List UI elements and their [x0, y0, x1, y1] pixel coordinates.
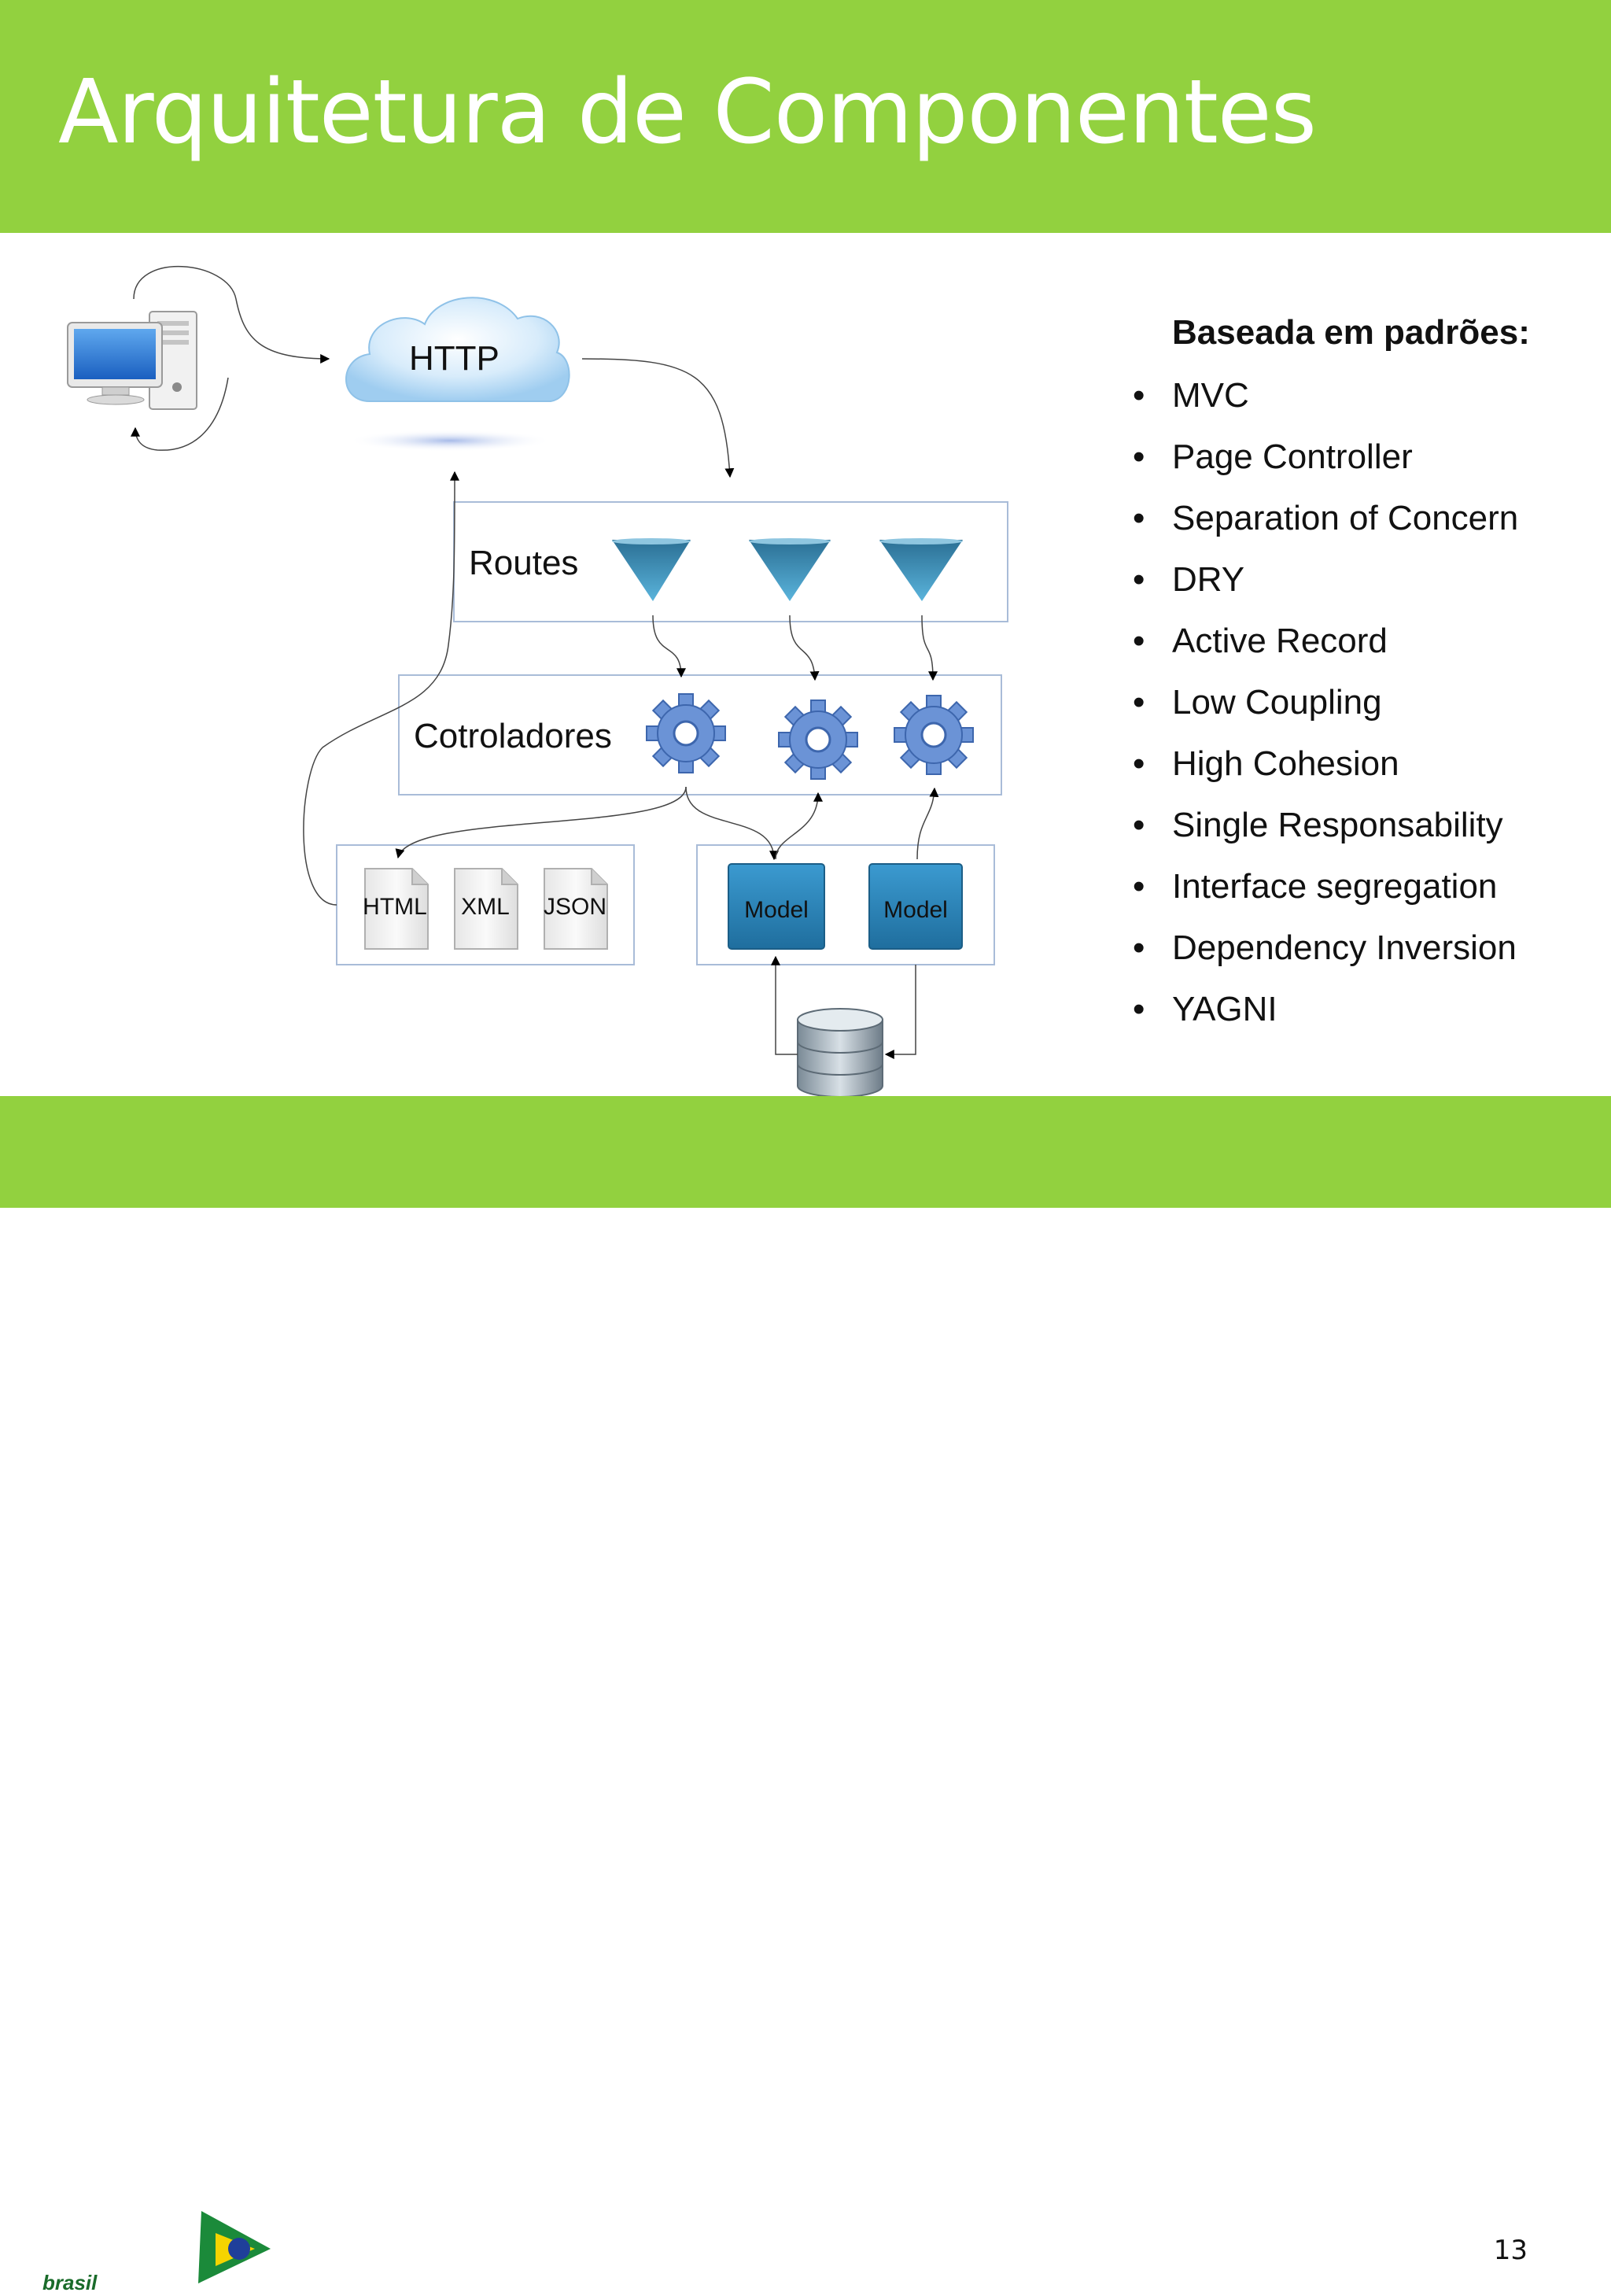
controllers-label: Cotroladores: [414, 717, 612, 755]
bullet-icon: •: [1133, 928, 1145, 967]
slide-title: Arquitetura de Componentes: [58, 61, 1317, 164]
database-icon: [797, 1008, 883, 1098]
document-icon: [454, 868, 518, 950]
bullet-icon: •: [1133, 867, 1145, 906]
list-item: •Page Controller: [1133, 436, 1518, 497]
bullet-icon: •: [1133, 990, 1145, 1028]
view-label-json: JSON: [544, 894, 606, 920]
title-bar: Arquitetura de Componentes: [0, 0, 1611, 233]
funnel-icon: [612, 538, 691, 601]
list-item: •Separation of Concern: [1133, 497, 1518, 559]
model-label: Model: [744, 897, 809, 923]
bullet-icon: •: [1133, 744, 1145, 783]
cloud-icon: [345, 297, 570, 452]
view-label-html: HTML: [363, 894, 427, 920]
gear-icon: [778, 700, 858, 780]
footer-bar: play brasil 13: [0, 1096, 1611, 2294]
bullet-icon: •: [1133, 376, 1145, 415]
list-item: •Interface segregation: [1133, 866, 1518, 927]
model-block: [728, 863, 825, 950]
list-item: •MVC: [1133, 375, 1518, 436]
bullet-icon: •: [1133, 683, 1145, 722]
patterns-heading: Baseada em padrões:: [1172, 313, 1530, 352]
model-label: Model: [883, 897, 948, 923]
bullet-icon: •: [1133, 622, 1145, 660]
list-item: •Low Coupling: [1133, 681, 1518, 743]
list-item: •Active Record: [1133, 620, 1518, 681]
bullet-icon: •: [1133, 806, 1145, 844]
list-item: •Dependency Inversion: [1133, 927, 1518, 988]
gear-icon: [646, 693, 726, 773]
funnel-icon: [749, 538, 831, 601]
bullet-icon: •: [1133, 499, 1145, 537]
architecture-diagram: HTTP Routes Cotroladores: [67, 266, 1008, 1098]
funnel-icon: [879, 538, 963, 601]
bullet-icon: •: [1133, 560, 1145, 599]
list-item: •High Cohesion: [1133, 743, 1518, 804]
models-box: [696, 844, 995, 965]
play-brasil-logo: play brasil: [20, 2206, 271, 2294]
routes-label: Routes: [469, 544, 578, 582]
patterns-list: •MVC •Page Controller •Separation of Con…: [1133, 375, 1518, 1050]
cloud-label: HTTP: [409, 339, 500, 378]
list-item: •YAGNI: [1133, 988, 1518, 1050]
model-block: [868, 863, 963, 950]
document-icon: [364, 868, 429, 950]
computer-icon: [67, 311, 197, 410]
document-icon: [544, 868, 608, 950]
gear-icon: [894, 695, 974, 775]
page-number: 13: [1493, 2235, 1528, 2266]
list-item: •DRY: [1133, 559, 1518, 620]
list-item: •Single Responsability: [1133, 804, 1518, 866]
controllers-box: [398, 674, 1002, 795]
bullet-icon: •: [1133, 437, 1145, 476]
logo-subtext: brasil: [42, 2271, 98, 2294]
connectors: [131, 266, 939, 1059]
view-label-xml: XML: [461, 894, 510, 920]
